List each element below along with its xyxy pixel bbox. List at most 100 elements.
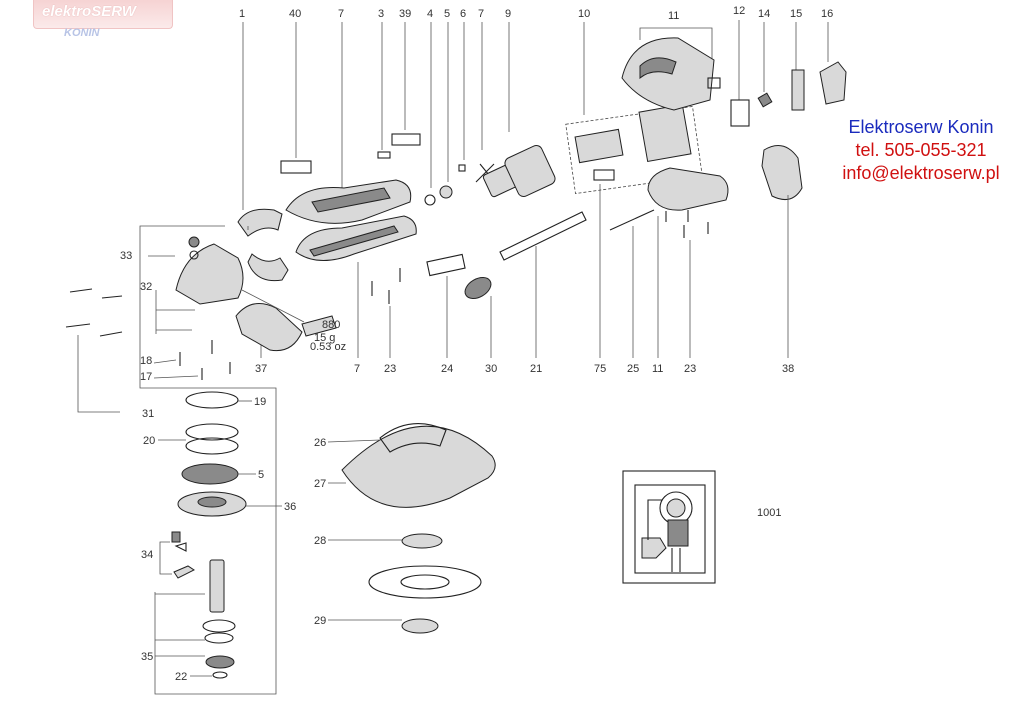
ring-20a <box>185 423 239 441</box>
part-label-32: 32 <box>140 281 152 293</box>
gear-head-bearing <box>188 236 200 248</box>
electronics-dashed-box <box>565 105 703 195</box>
part-label-75: 75 <box>594 363 606 375</box>
part-label-14: 14 <box>758 8 770 20</box>
stator-field <box>504 144 556 198</box>
part-label-30: 30 <box>485 363 497 375</box>
clamp-nut-29 <box>401 618 439 634</box>
rod-25 <box>609 209 655 231</box>
clip-11 <box>707 77 721 89</box>
part-label-9: 9 <box>505 8 511 20</box>
part-label-16: 16 <box>821 8 833 20</box>
contact-phone[interactable]: tel. 505-055-321 <box>855 140 987 160</box>
side-handle-37 <box>235 303 303 352</box>
gear-cover-lower <box>247 253 289 282</box>
screws-left <box>65 288 231 380</box>
o-ring-19 <box>185 391 239 409</box>
part-label-26: 26 <box>314 437 326 449</box>
capacitor <box>593 169 615 181</box>
rear-cap-38 <box>761 145 803 201</box>
part-label-12: 12 <box>733 5 745 17</box>
part-label-27: 27 <box>314 478 326 490</box>
watermark-city: KONIN <box>64 27 100 39</box>
spindle-lock-button <box>171 531 181 543</box>
part-label-37: 37 <box>255 363 267 375</box>
bevel-gear-5 <box>181 463 239 485</box>
contact-email[interactable]: info@elektroserw.pl <box>842 163 1000 183</box>
label-sticker-24 <box>426 253 466 277</box>
wheel-guard-27 <box>341 425 496 508</box>
bearing-4 <box>424 194 436 206</box>
grease-tube <box>301 315 337 337</box>
bearing-5 <box>439 185 453 199</box>
part-label-5: 5 <box>444 8 450 20</box>
electronics-module <box>574 128 624 164</box>
watermark-logo: elektroSERW <box>33 0 173 29</box>
inner-flange-28 <box>401 533 443 549</box>
part-label-39: 39 <box>399 8 411 20</box>
part-label-18: 18 <box>140 355 152 367</box>
part-label-23: 23 <box>384 363 396 375</box>
part-label-7: 7 <box>338 8 344 20</box>
grease-weight-oz: 0.53 oz <box>310 341 346 353</box>
clip-6 <box>458 164 466 172</box>
part-label-4: 4 <box>427 8 433 20</box>
carbon-holder-15 <box>791 69 805 111</box>
spindle-lock-lever <box>173 565 195 579</box>
plate-12 <box>730 99 750 127</box>
part-label-31: 31 <box>142 408 154 420</box>
part-label-7c: 7 <box>354 363 360 375</box>
part-label-7b: 7 <box>478 8 484 20</box>
spindle-washer-b <box>204 632 234 644</box>
carbon-brush-16 <box>819 61 847 105</box>
part-label-38: 38 <box>782 363 794 375</box>
rear-cover-vent <box>639 57 677 80</box>
grease-weight-g: 15 g <box>314 332 335 344</box>
spindle-bearing <box>205 655 235 669</box>
part-label-11: 11 <box>668 10 679 22</box>
part-label-10: 10 <box>578 8 590 20</box>
part-label-17: 17 <box>140 371 152 383</box>
label-sticker-3 <box>377 151 391 159</box>
grinding-disc <box>368 565 482 599</box>
bearing-flange-hub <box>197 496 227 508</box>
bottom-leader-lines <box>260 184 789 358</box>
watermark-brand: elektroSERW <box>42 3 136 20</box>
drawing-code: 1001 <box>757 507 781 519</box>
part-label-24: 24 <box>441 363 453 375</box>
part-label-1: 1 <box>239 8 245 20</box>
switch-module <box>638 103 692 163</box>
left-bracket <box>77 225 277 695</box>
part-label-22: 22 <box>175 671 187 683</box>
part-label-19: 19 <box>254 396 266 408</box>
gear-head-nut <box>189 250 199 260</box>
switch-rod-21 <box>499 211 587 261</box>
part-label-3: 3 <box>378 8 384 20</box>
spring-14 <box>757 92 773 108</box>
part-label-35: 35 <box>141 651 153 663</box>
part-label-11b: 11 <box>652 363 663 375</box>
top-leader-lines <box>242 20 829 210</box>
part-label-21: 21 <box>530 363 542 375</box>
grinding-disc-center <box>400 574 450 590</box>
part-label-25: 25 <box>627 363 639 375</box>
spindle-shaft <box>209 559 225 613</box>
part-label-36: 36 <box>284 501 296 513</box>
part-label-6: 6 <box>460 8 466 20</box>
spindle-lock-spring <box>174 542 187 552</box>
handle-housing-lower <box>647 167 729 211</box>
wiring-inset <box>622 470 716 584</box>
switch-slider-30 <box>464 277 492 299</box>
part-label-15: 15 <box>790 8 802 20</box>
housing-grip-strip <box>311 187 391 213</box>
part-label-40: 40 <box>289 8 301 20</box>
housing-grip-strip-lower <box>309 225 399 257</box>
contact-block: Elektroserw Konin tel. 505-055-321 info@… <box>816 116 1024 185</box>
part-label-33: 33 <box>120 250 132 262</box>
screws-top <box>371 210 709 304</box>
guard-clamp-26 <box>379 423 447 453</box>
part-label-28: 28 <box>314 535 326 547</box>
gear-head-housing <box>175 243 244 305</box>
grease-tube-code: 880 <box>322 319 340 331</box>
